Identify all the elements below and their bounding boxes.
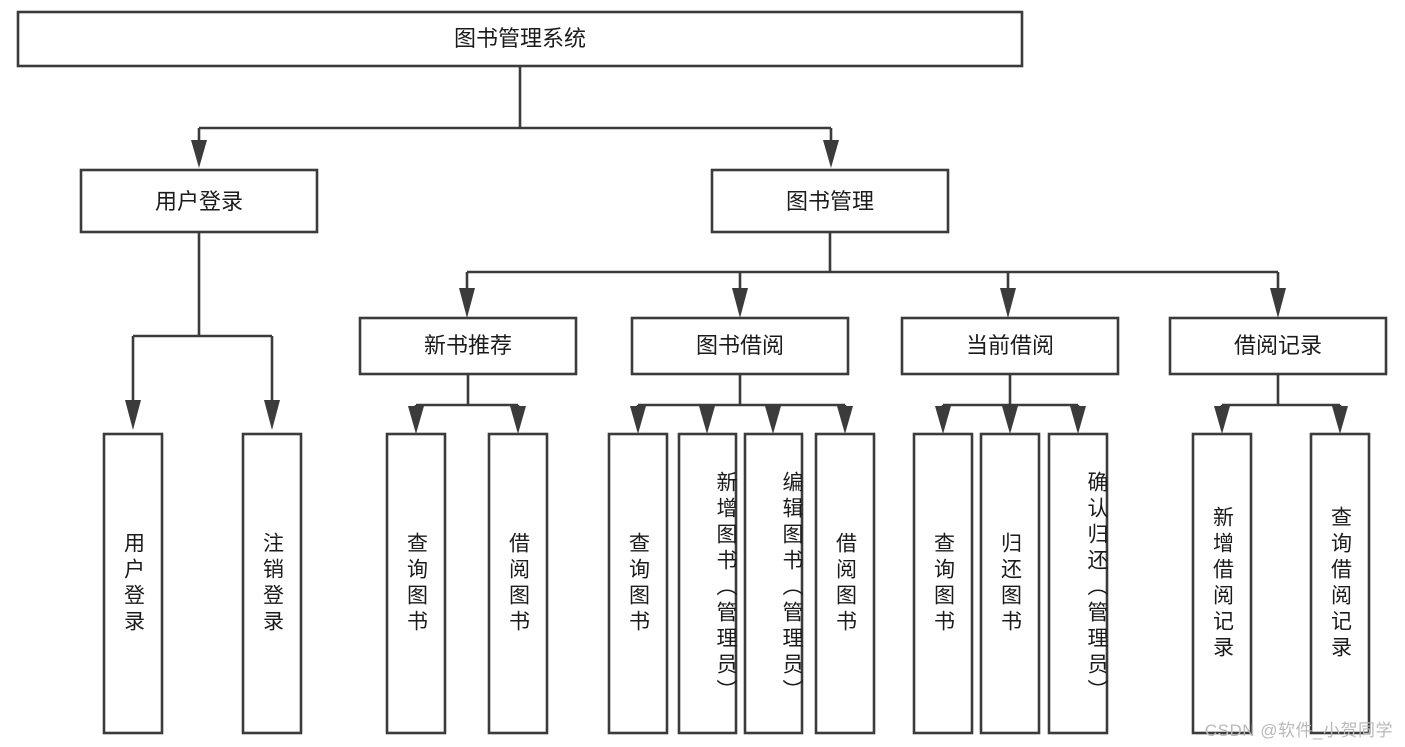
arrow-head-user-login	[191, 140, 207, 168]
node-current-borrow-label: 当前借阅	[966, 333, 1054, 358]
leaf-box-book-borrow-1[interactable]	[677, 432, 738, 735]
connector-new-book-recommend-to-leaves	[408, 374, 526, 434]
leaf-box-new-book-0[interactable]	[385, 432, 447, 735]
leaf-box-user-login-0[interactable]	[102, 432, 164, 735]
node-book-management[interactable]: 图书管理	[710, 168, 950, 234]
node-new-book-recommend[interactable]: 新书推荐	[358, 316, 578, 376]
node-root-book-management-system[interactable]: 图书管理系统	[16, 10, 1024, 68]
node-new-book-recommend-box[interactable]	[358, 316, 578, 376]
node-user-login-box[interactable]	[79, 168, 319, 234]
watermark-csdn: CSDN @软件_小贺同学	[1204, 721, 1393, 740]
node-book-management-label: 图书管理	[786, 189, 874, 214]
connector-borrow-record-to-leaves	[1214, 374, 1348, 434]
node-user-login-label: 用户登录	[155, 189, 243, 214]
leaf-box-current-borrow-0[interactable]	[912, 432, 974, 735]
connector-book-borrow-to-leaves	[630, 374, 853, 434]
node-root-box[interactable]	[16, 10, 1024, 68]
arrow-head-book-management	[823, 140, 839, 168]
node-new-book-recommend-label: 新书推荐	[424, 333, 512, 358]
leaf-box-user-login-1[interactable]	[241, 432, 303, 735]
leaf-box-current-borrow-2[interactable]	[1047, 432, 1109, 735]
leaf-box-current-borrow-1[interactable]	[979, 432, 1041, 735]
connector-user-login-to-leaves	[125, 232, 280, 430]
leaf-box-book-borrow-2[interactable]	[743, 432, 804, 735]
node-borrow-record-label: 借阅记录	[1234, 333, 1322, 358]
node-user-login[interactable]: 用户登录	[79, 168, 319, 234]
connector-book-management-to-level3	[459, 232, 1286, 318]
node-current-borrow[interactable]: 当前借阅	[900, 316, 1120, 376]
node-book-borrow[interactable]: 图书借阅	[630, 316, 850, 376]
node-book-borrow-label: 图书借阅	[696, 333, 784, 358]
connector-root-to-level2	[191, 66, 839, 168]
leaf-box-borrow-record-1[interactable]	[1309, 432, 1371, 735]
connector-current-borrow-to-leaves	[935, 374, 1086, 434]
node-borrow-record[interactable]: 借阅记录	[1168, 316, 1388, 376]
leaf-box-book-borrow-0[interactable]	[607, 432, 669, 735]
node-root-label: 图书管理系统	[454, 26, 586, 51]
leaf-box-new-book-1[interactable]	[487, 432, 549, 735]
node-current-borrow-box[interactable]	[900, 316, 1120, 376]
leaf-box-borrow-record-0[interactable]	[1191, 432, 1253, 735]
leaf-box-book-borrow-3[interactable]	[814, 432, 876, 735]
